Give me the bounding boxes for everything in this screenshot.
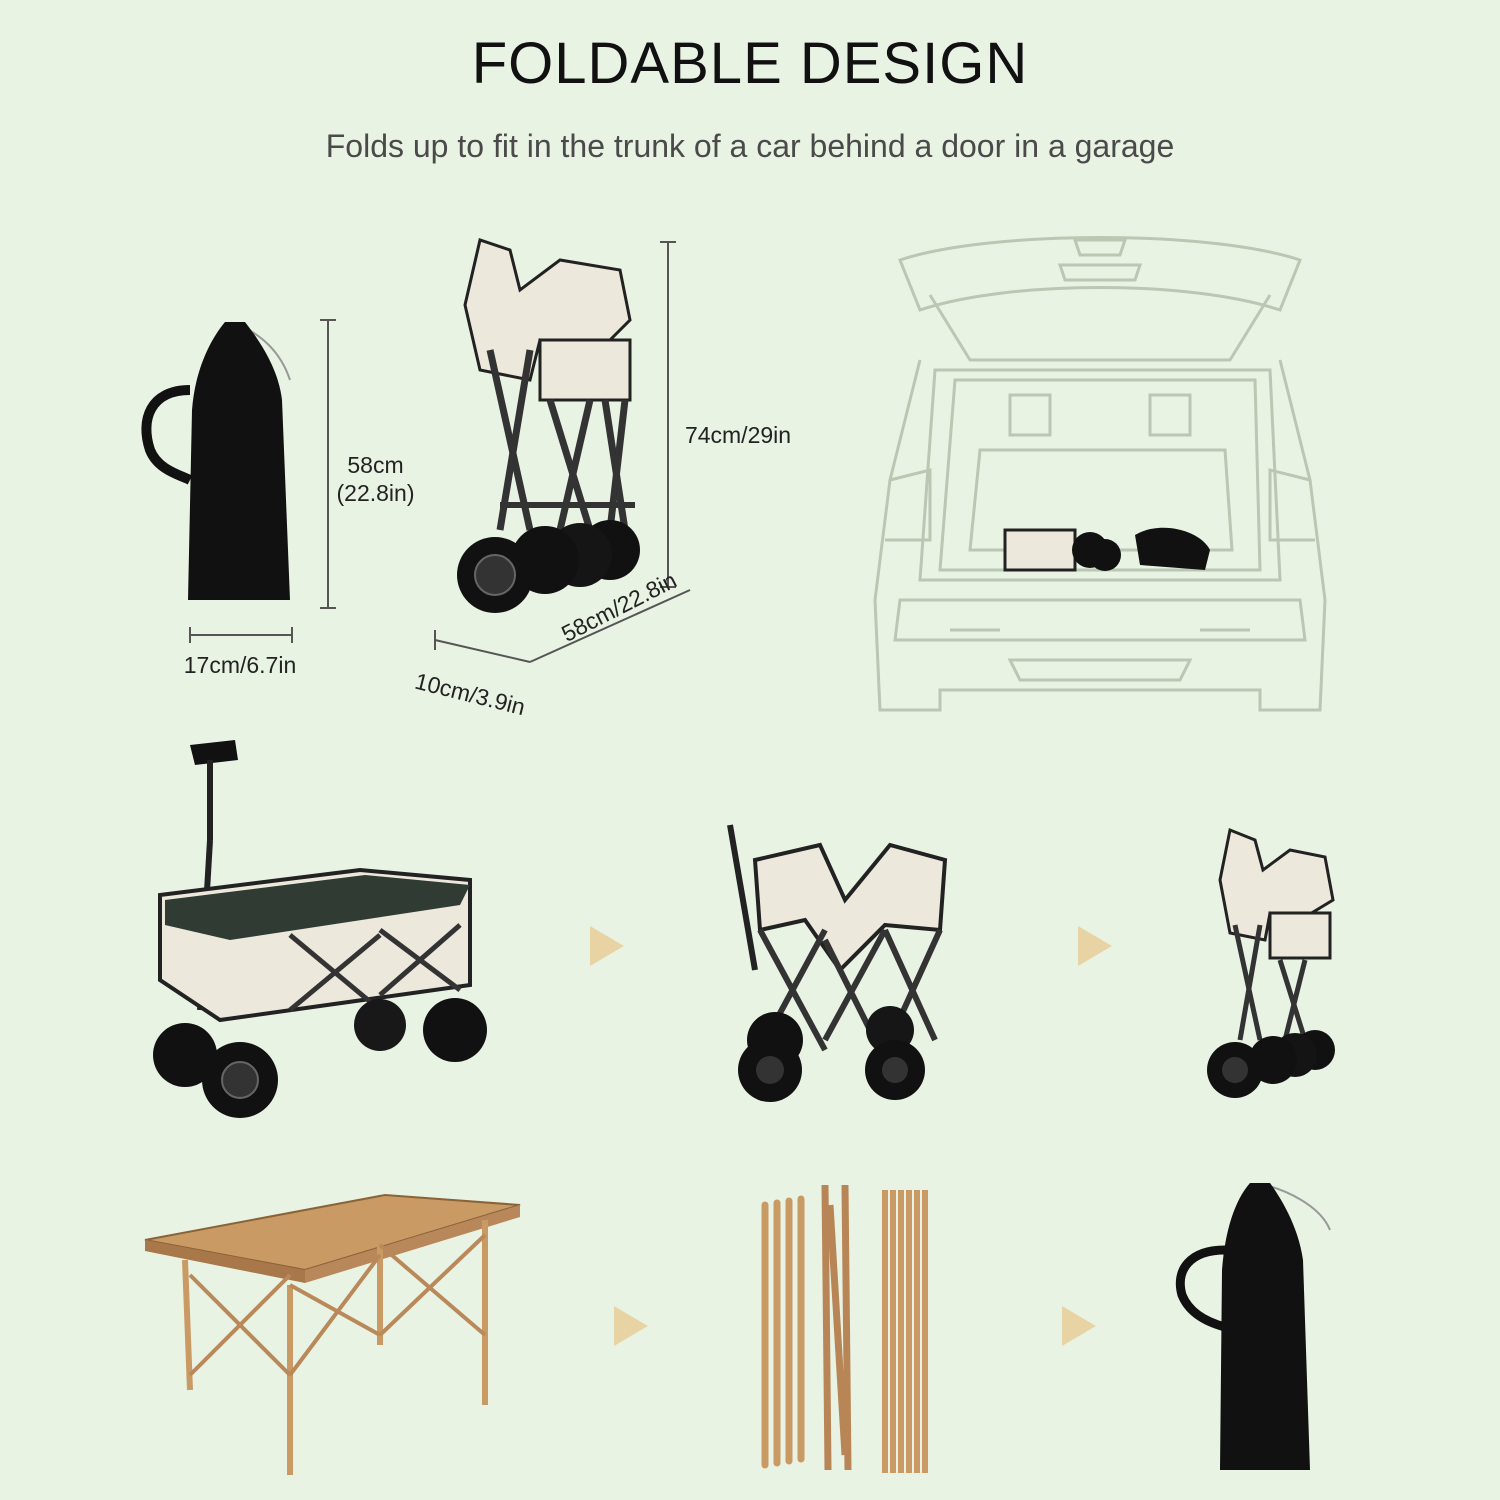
table-bag-illustration (1175, 1183, 1331, 1470)
bag-width-label: 17cm/6.7in (183, 652, 297, 678)
step-arrow-icon (590, 926, 624, 966)
car-trunk-illustration (873, 236, 1327, 712)
page-title: FOLDABLE DESIGN (471, 31, 1029, 96)
page-subtitle: Folds up to fit in the trunk of a car be… (325, 128, 1175, 164)
open-wagon-illustration (153, 740, 487, 1118)
storage-bag-illustration (141, 319, 336, 643)
table-parts-illustration (761, 1184, 928, 1473)
step-arrow-icon (1078, 926, 1112, 966)
half-folded-wagon-illustration (727, 824, 948, 1102)
fully-folded-wagon-illustration (1207, 827, 1335, 1098)
wagon-height-label: 74cm/29in (684, 422, 792, 448)
step-arrow-icon (1062, 1306, 1096, 1346)
wagon-depth-label: 10cm/3.9in (412, 667, 528, 721)
folded-wagon-illustration (434, 238, 691, 663)
bag-height-label: 58cm (22.8in) (336, 452, 415, 506)
step-arrow-icon (614, 1306, 648, 1346)
open-table-illustration (144, 1193, 521, 1475)
